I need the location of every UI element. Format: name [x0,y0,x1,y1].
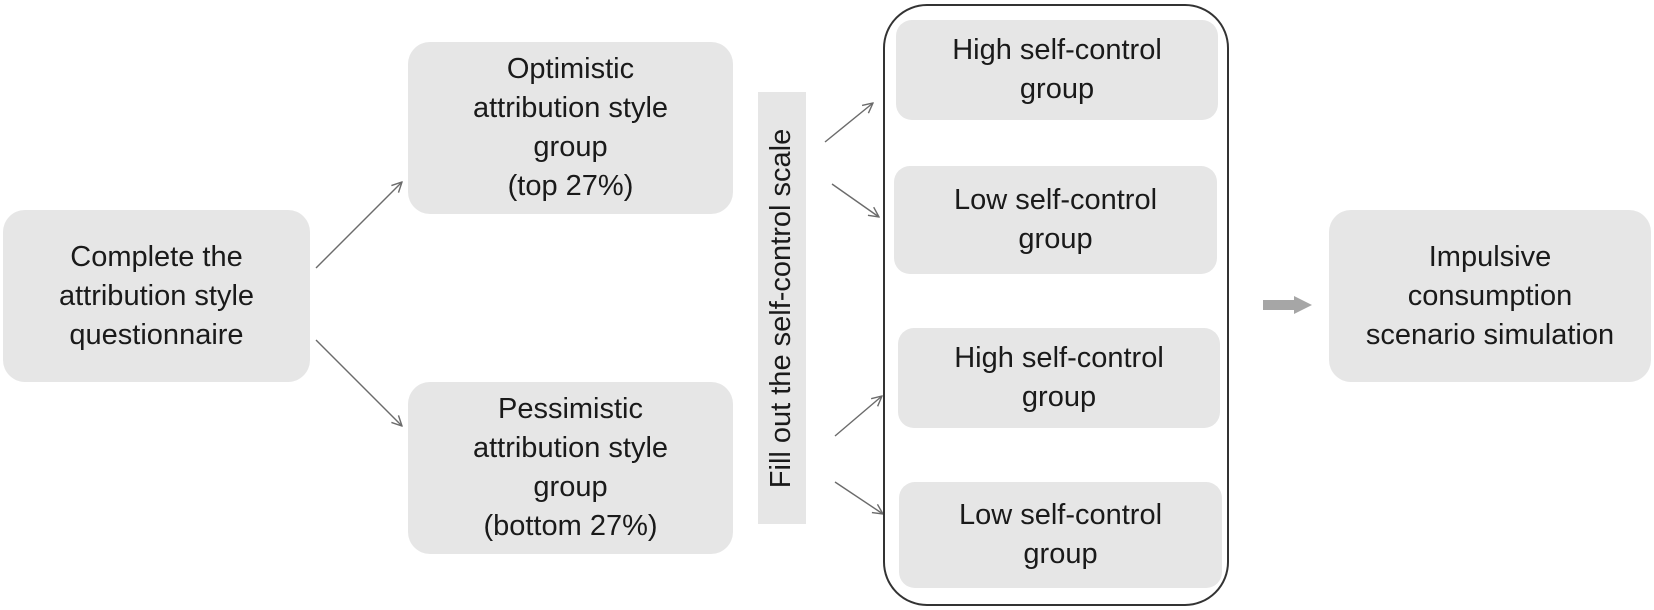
box-text-line: (bottom 27%) [483,510,658,542]
box-text-line: group [533,471,608,503]
box-text-line: consumption [1407,279,1573,312]
box-text-line: attribution style [472,92,669,124]
box-text-line: High self-control [952,34,1162,66]
arrow-start-to-optimistic [315,182,402,269]
box-text-line: group [533,131,608,163]
box-text-line: Complete the [70,240,243,273]
arrow-scale-to-group-2 [831,183,879,217]
high-self-control-group-1: High self-control group [896,20,1218,120]
box-text-line: questionnaire [69,318,244,351]
optimistic-group-box: Optimistic attribution style group (top 27%… [408,42,733,214]
box-text-line: Low self-control [953,184,1158,216]
pessimistic-group-box: Pessimistic attribution style group (bottom… [408,382,733,554]
arrow-scale-to-group-1 [824,103,873,143]
box-text-line: (top 27%) [507,170,634,202]
low-self-control-group-1: Low self-control group [894,166,1217,274]
box-text-line: group [1023,538,1098,570]
arrow-to-final [1263,296,1312,314]
start-box: Complete the attribution style questionnai… [3,210,310,382]
box-text-line: attribution style [58,279,255,312]
box-text-line: High self-control [954,342,1164,374]
box-text-line: group [1019,73,1095,105]
final-box: Impulsive consumption scenario simulation [1329,210,1651,382]
box-text-line: group [1021,381,1097,413]
box-text-line: scenario simulation [1365,318,1615,351]
high-self-control-group-2: High self-control group [898,328,1220,428]
arrow-scale-to-group-3 [834,396,882,437]
box-text-line: Optimistic [506,53,635,85]
box-text-line: Impulsive [1428,240,1552,273]
groups-container [883,4,1229,606]
arrow-start-to-pessimistic [315,339,402,426]
self-control-scale-text: Fill out the self-control scale [765,128,798,488]
box-text-line: attribution style [472,432,669,464]
box-text-line: Pessimistic [497,393,643,425]
box-text-line: Low self-control [958,499,1163,531]
box-text-line: group [1018,223,1093,255]
arrow-scale-to-group-4 [834,481,883,514]
low-self-control-group-2: Low self-control group [899,482,1222,588]
self-control-scale-label: Fill out the self-control scale [758,92,806,524]
